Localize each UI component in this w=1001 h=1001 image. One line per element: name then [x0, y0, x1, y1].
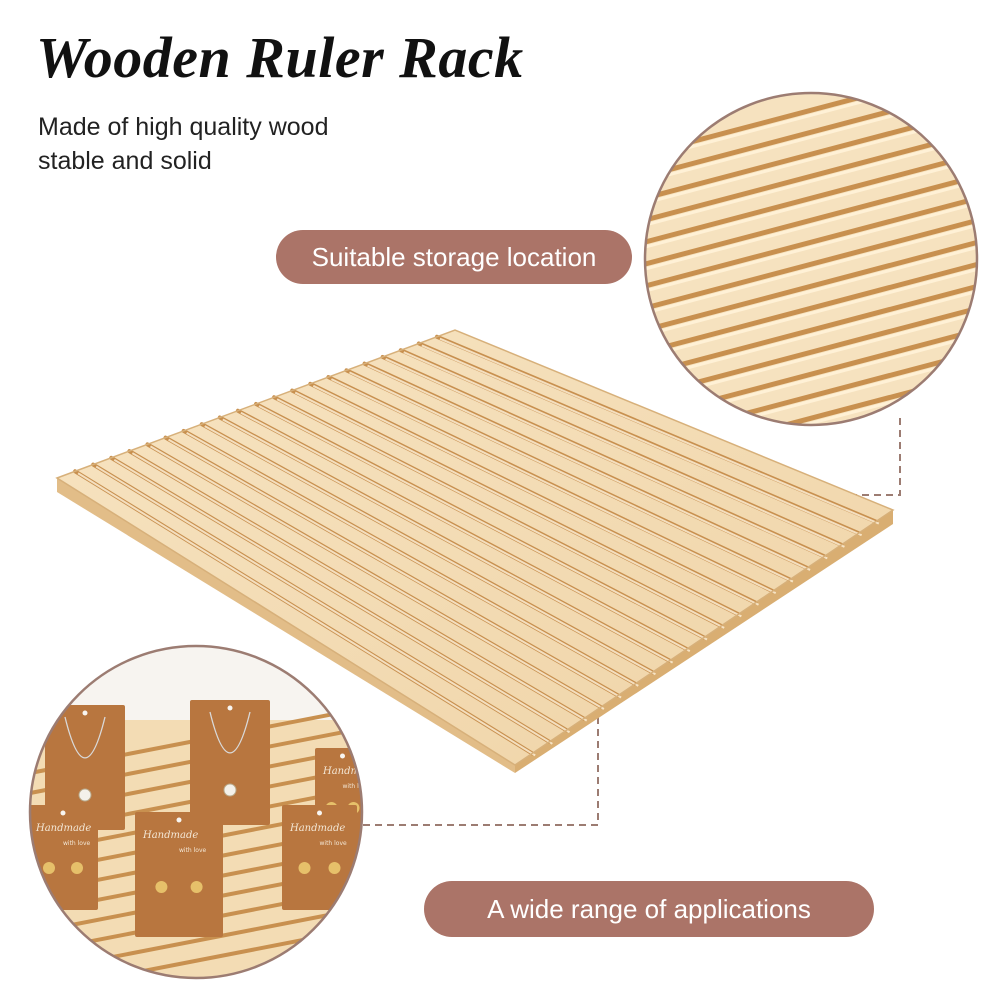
svg-text:with love: with love [320, 840, 348, 847]
subtitle-line-2: stable and solid [38, 147, 212, 175]
dashed-connector-top [770, 418, 901, 496]
svg-text:Handmade: Handmade [289, 823, 345, 834]
svg-text:with love: with love [179, 847, 207, 854]
svg-text:Handmade: Handmade [322, 766, 378, 777]
subtitle-line-1: Made of high quality wood [38, 113, 329, 141]
svg-text:Handmade: Handmade [142, 830, 198, 841]
callout-applications: A wide range of applications [424, 881, 874, 937]
jewelry-card [190, 700, 270, 825]
subtitle: Made of high quality wood stable and sol… [38, 110, 328, 178]
jewelry-card: Handmade with love [30, 805, 98, 910]
page-title: Wooden Ruler Rack [36, 25, 524, 90]
wooden-rack-board [55, 329, 895, 773]
jewelry-card [45, 705, 125, 830]
jewelry-card: Handmade with love [282, 805, 357, 910]
callout-storage-location: Suitable storage location [276, 230, 632, 284]
svg-text:with love: with love [343, 783, 371, 790]
svg-text:with love: with love [63, 840, 91, 847]
zoom-circle-top [643, 91, 979, 427]
jewelry-card: Handmade with love [135, 812, 223, 937]
svg-text:Handmade: Handmade [35, 823, 91, 834]
